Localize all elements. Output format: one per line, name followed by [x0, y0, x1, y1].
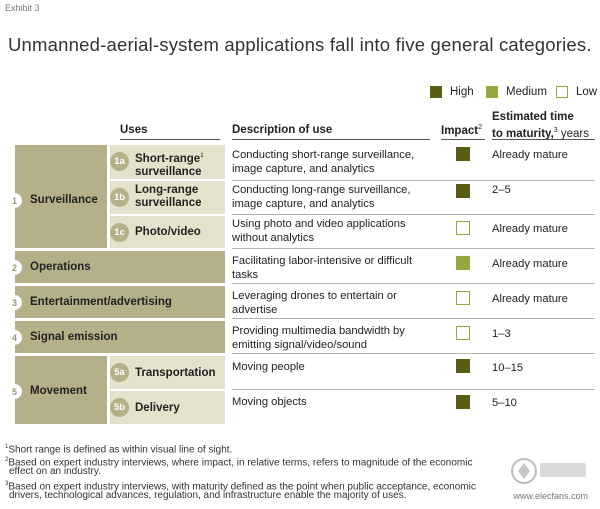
legend-high: High	[430, 86, 474, 98]
impact-high-marker	[456, 147, 470, 161]
subcategory-label: Long-range surveillance	[135, 184, 202, 209]
legend-high-swatch	[430, 86, 442, 98]
maturity-cell: Already mature	[492, 258, 568, 270]
category-label: Operations	[30, 261, 91, 273]
row-divider	[232, 283, 595, 284]
maturity-cell: 10–15	[492, 362, 524, 374]
category-operations	[15, 251, 225, 283]
maturity-cell: Already mature	[492, 223, 568, 235]
row-divider	[232, 353, 595, 354]
description-cell: Moving objects	[232, 396, 307, 408]
header-uses: Uses	[120, 124, 148, 136]
legend-low-swatch	[556, 86, 568, 98]
rule	[232, 139, 430, 140]
category-label: Signal emission	[30, 331, 118, 343]
subcategory-number: 1a	[110, 152, 129, 171]
category-number: 4	[7, 330, 22, 345]
exhibit-label: Exhibit 3	[5, 3, 40, 13]
rule	[120, 139, 220, 140]
category-movement	[15, 356, 107, 424]
description-cell: Conducting short-range surveillance,imag…	[232, 149, 415, 175]
footnote-1: 1Short range is defined as within visual…	[5, 444, 233, 456]
impact-low-marker	[456, 291, 470, 305]
category-number: 5	[7, 384, 22, 399]
subcategory-label: Photo/video	[135, 226, 201, 238]
subcategory-label: Short-range1 surveillance	[135, 152, 204, 178]
subcategory-5b	[110, 391, 225, 424]
impact-high-marker	[456, 359, 470, 373]
category-surveillance	[15, 145, 107, 248]
row-divider	[232, 318, 595, 319]
maturity-cell: Already mature	[492, 293, 568, 305]
row-divider	[232, 180, 595, 181]
category-number: 3	[7, 295, 22, 310]
legend-high-label: High	[450, 86, 474, 98]
footnote-3: 3Based on expert industry interviews, wi…	[5, 481, 476, 493]
category-signal-emission	[15, 321, 225, 353]
description-cell: Conducting long-range surveillance,image…	[232, 184, 411, 210]
subcategory-label: Transportation	[135, 367, 216, 379]
subcategory-number: 1b	[110, 188, 129, 207]
subcategory-number: 5b	[110, 398, 129, 417]
description-cell: Moving people	[232, 361, 305, 373]
maturity-cell: 5–10	[492, 397, 517, 409]
legend-medium: Medium	[486, 86, 547, 98]
subcategory-label: Delivery	[135, 402, 180, 414]
legend-medium-label: Medium	[506, 86, 547, 98]
category-number: 1	[7, 193, 22, 208]
subcategory-number: 1c	[110, 223, 129, 242]
row-divider	[232, 214, 595, 215]
row-divider	[232, 389, 595, 390]
rule	[441, 139, 485, 140]
legend-medium-swatch	[486, 86, 498, 98]
row-divider	[232, 248, 595, 249]
header-impact: Impact2	[441, 124, 482, 137]
subcategory-5a	[110, 356, 225, 389]
watermark-text: www.elecfans.com	[513, 491, 588, 501]
legend-low-label: Low	[576, 86, 598, 98]
footnote-2: 2Based on expert industry interviews, wh…	[5, 457, 473, 469]
watermark-logo	[511, 458, 586, 484]
impact-medium-marker	[456, 256, 470, 270]
impact-low-marker	[456, 221, 470, 235]
subcategory-1c	[110, 216, 225, 248]
header-time-to-maturity: Estimated time to maturity,3 years	[492, 111, 589, 140]
category-number: 2	[7, 260, 22, 275]
impact-low-marker	[456, 326, 470, 340]
subcategory-number: 5a	[110, 363, 129, 382]
subcategory-1b	[110, 181, 225, 214]
subcategory-1a	[110, 145, 225, 179]
description-cell: Facilitating labor-intensive or difficul…	[232, 255, 413, 281]
maturity-cell: Already mature	[492, 149, 568, 161]
footnote-2-continued: effect on an industry.	[9, 466, 101, 477]
impact-high-marker	[456, 184, 470, 198]
header-description: Description of use	[232, 124, 333, 136]
legend-low: Low	[556, 86, 597, 98]
rule	[492, 139, 595, 140]
footnote-3-continued: drivers, technological advances, regulat…	[9, 490, 407, 501]
page-title: Unmanned-aerial-system applications fall…	[8, 34, 592, 55]
category-label: Entertainment/advertising	[30, 296, 172, 308]
impact-high-marker	[456, 395, 470, 409]
maturity-cell: 1–3	[492, 328, 511, 340]
category-entertainment	[15, 286, 225, 318]
category-label: Surveillance	[30, 194, 98, 206]
category-label: Movement	[30, 385, 87, 397]
maturity-cell: 2–5	[492, 184, 511, 196]
